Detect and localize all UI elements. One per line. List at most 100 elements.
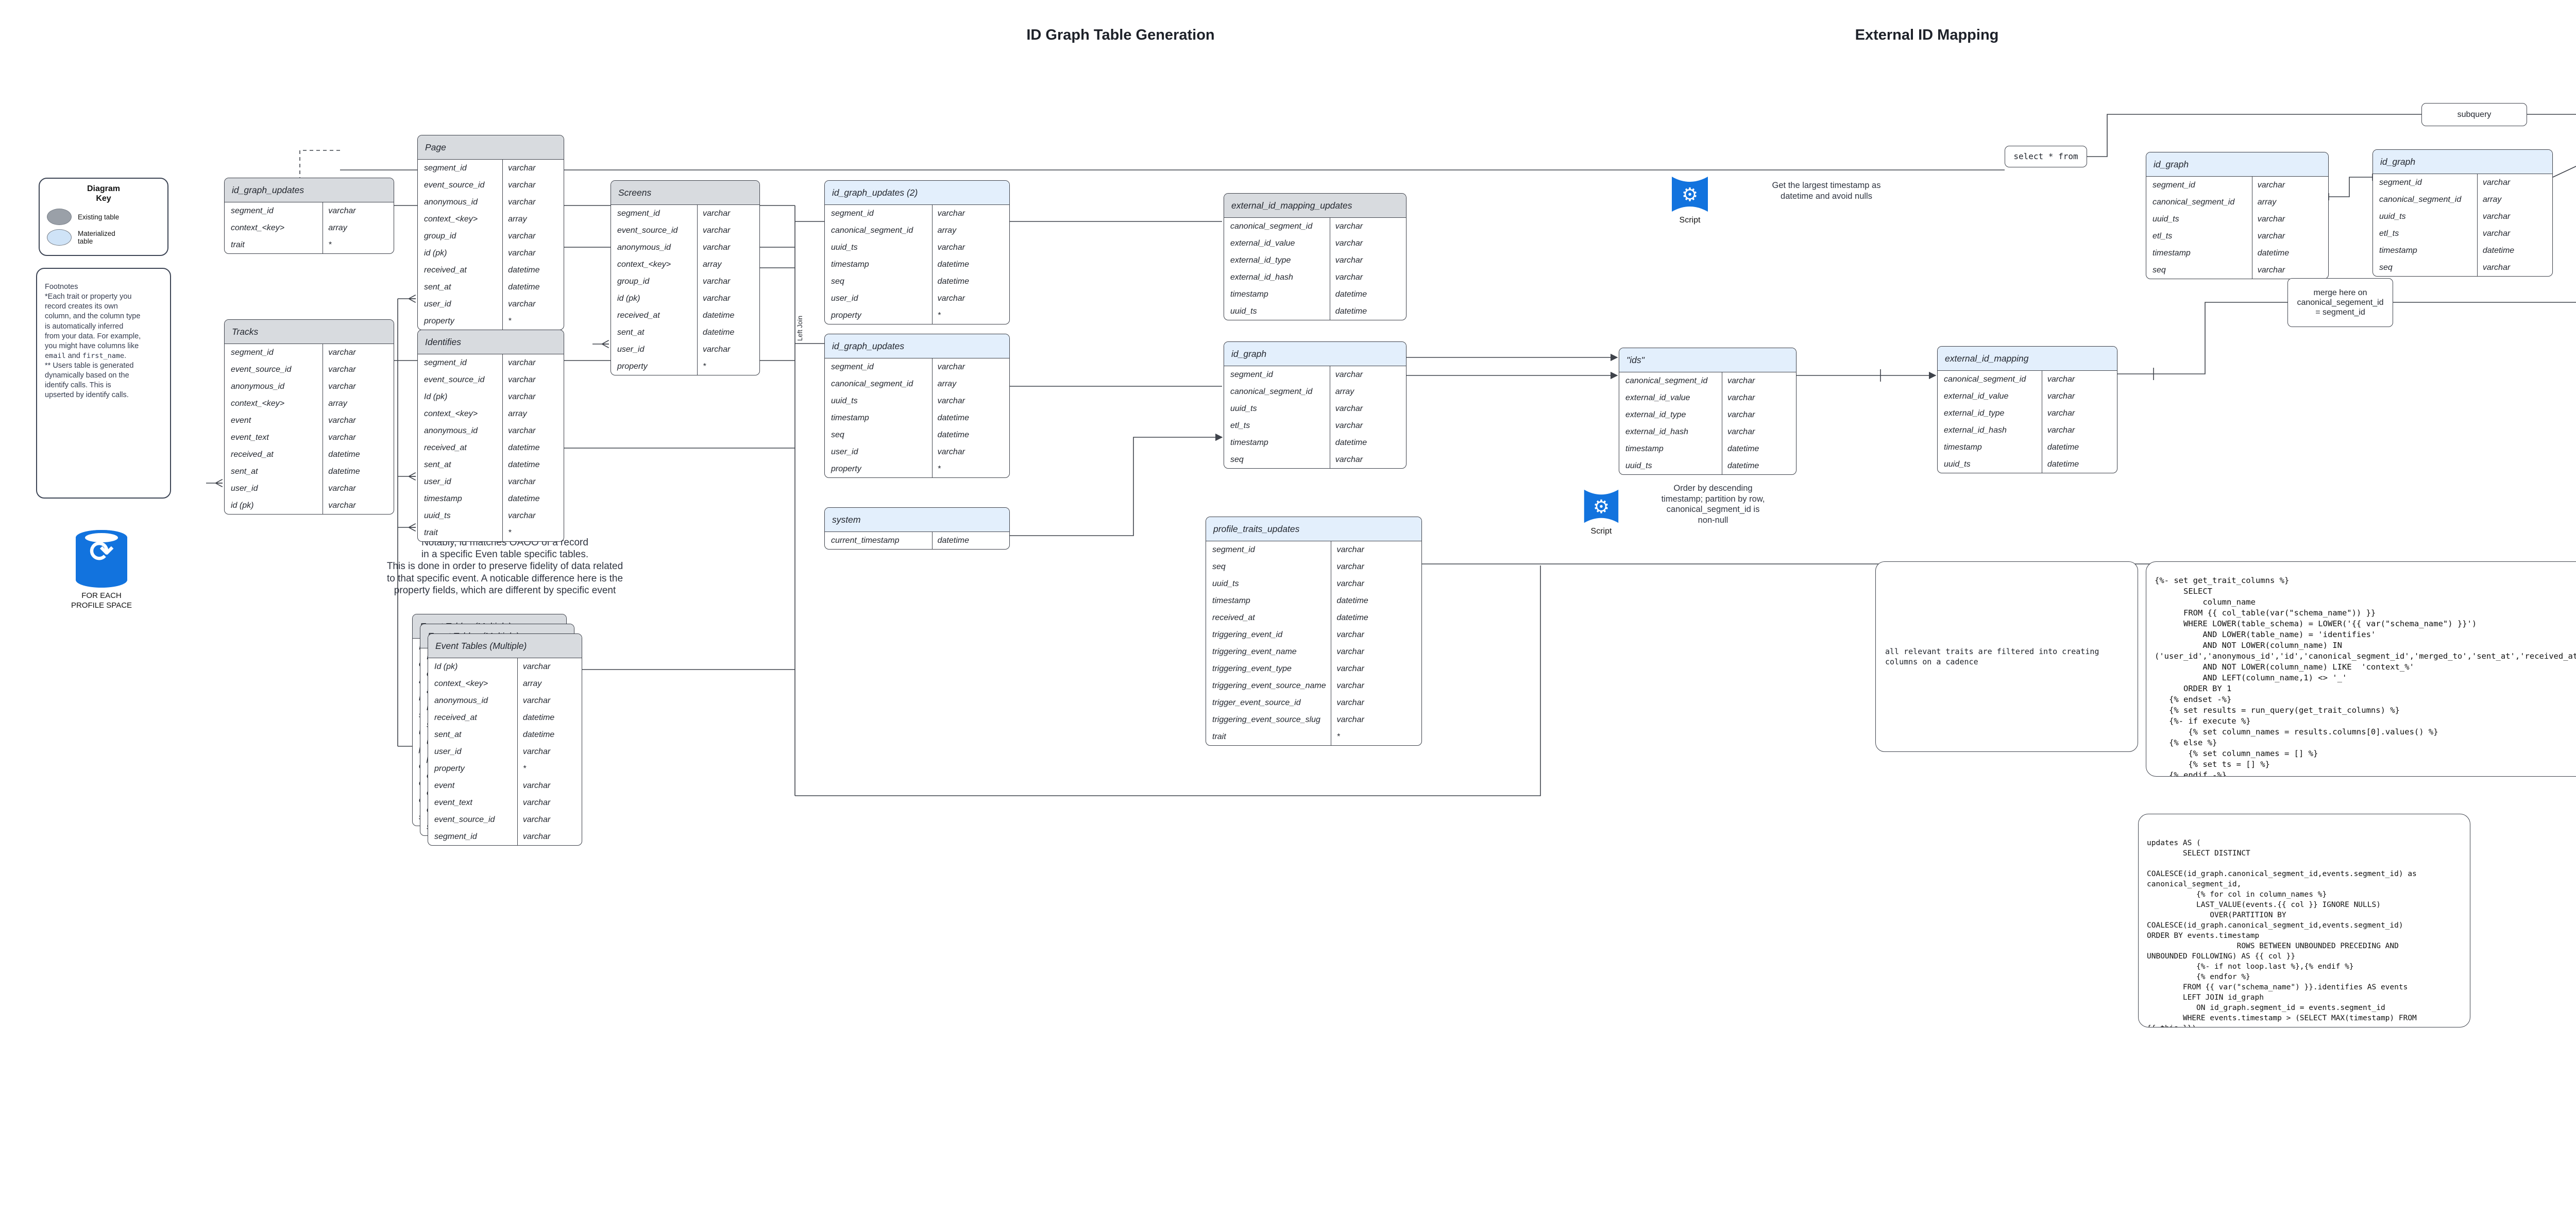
- title-external-id-mapping: External ID Mapping: [1855, 27, 1999, 43]
- table-row: context_<key>array: [225, 395, 394, 412]
- field-name: canonical_segment_id: [2379, 195, 2462, 204]
- field-type: *: [502, 524, 564, 541]
- field-name: trigger_event_source_id: [1212, 698, 1301, 707]
- table-row: Id (pk)varchar: [428, 658, 582, 675]
- field-name: external_id_hash: [1944, 425, 2007, 435]
- footnote-segment: and: [65, 351, 82, 360]
- table-title: id_graph_updates: [832, 340, 905, 351]
- field-type: varchar: [1721, 406, 1796, 423]
- field-name: segment_id: [434, 832, 477, 841]
- table-title: Screens: [618, 187, 652, 198]
- table-title: external_id_mapping_updates: [1231, 200, 1352, 211]
- table-title: id_graph: [2154, 159, 2189, 169]
- field-name: canonical_segment_id: [2153, 197, 2235, 207]
- field-name: uuid_ts: [1230, 306, 1257, 316]
- field-name: trait: [424, 528, 438, 537]
- table-title: Tracks: [232, 326, 259, 337]
- field-name: segment_id: [831, 362, 874, 371]
- field-name: uuid_ts: [831, 396, 858, 405]
- footnotes-panel: Footnotes *Each trait or property you re…: [36, 268, 171, 499]
- script-note: Get the largest timestamp as datetime an…: [1772, 181, 1881, 201]
- sql-get-trait-columns[interactable]: {%- set get_trait_columns %} SELECT colu…: [2146, 561, 2576, 777]
- field-type: varchar: [1329, 252, 1406, 269]
- field-name: context_<key>: [434, 679, 488, 688]
- field-name: seq: [1230, 455, 1244, 464]
- field-type: varchar: [323, 497, 394, 514]
- table-title: external_id_mapping: [1945, 353, 2029, 364]
- field-name: triggering_event_id: [1212, 630, 1283, 639]
- field-name: anonymous_id: [231, 382, 285, 391]
- note-relevant-traits[interactable]: all relevant traits are filtered into cr…: [1875, 561, 2138, 752]
- select-from-box[interactable]: select * from: [2005, 146, 2087, 167]
- field-type: varchar: [1329, 235, 1406, 252]
- table-header: id_graph: [1224, 342, 1406, 366]
- footnotes-text: Footnotes *Each trait or property you re…: [37, 269, 170, 414]
- script-orderby[interactable]: ⚙Script: [1582, 487, 1621, 538]
- field-type: varchar: [323, 378, 394, 395]
- subquery-box[interactable]: subquery: [2421, 103, 2527, 126]
- field-type: *: [323, 236, 394, 253]
- field-type: datetime: [931, 426, 1009, 443]
- connector: [1422, 563, 2576, 564]
- field-name: uuid_ts: [1230, 404, 1257, 413]
- field-name: segment_id: [231, 348, 274, 357]
- field-name: external_id_value: [1625, 393, 1690, 402]
- field-type: array: [323, 219, 394, 236]
- key-swatch-materialized: [47, 229, 72, 246]
- field-name: id (pk): [424, 248, 447, 258]
- field-name: canonical_segment_id: [831, 379, 913, 388]
- table-row: property*: [428, 760, 582, 777]
- field-type: varchar: [931, 239, 1009, 256]
- field-name: user_id: [831, 447, 858, 456]
- field-name: seq: [1212, 562, 1226, 571]
- field-name: user_id: [231, 484, 258, 493]
- field-type: varchar: [502, 507, 564, 524]
- field-type: varchar: [517, 777, 582, 794]
- merge-note-box[interactable]: merge here on canonical_segement_id = se…: [2287, 278, 2393, 327]
- field-name: uuid_ts: [1944, 459, 1971, 469]
- field-name: received_at: [434, 713, 477, 722]
- field-name: sent_at: [617, 328, 645, 337]
- field-type: datetime: [2041, 439, 2117, 456]
- field-type: datetime: [502, 262, 564, 279]
- field-type: varchar: [1331, 677, 1421, 694]
- sql-updates-cte[interactable]: updates AS ( SELECT DISTINCT COALESCE(id…: [2138, 814, 2470, 1027]
- table-header: external_id_mapping: [1938, 347, 2117, 371]
- table-row: context_<key>array: [428, 675, 582, 692]
- note-id-matches: Notably, id matches OAOO of a record in …: [386, 537, 623, 596]
- field-name: seq: [831, 277, 844, 286]
- script-timestamp[interactable]: ⚙Script: [1669, 174, 1710, 227]
- field-name: uuid_ts: [1212, 579, 1239, 588]
- field-name: event_source_id: [231, 365, 292, 374]
- field-name: uuid_ts: [2153, 214, 2179, 224]
- script-note: Order by descending timestamp; partition…: [1661, 484, 1765, 525]
- key-swatch-existing: [47, 209, 72, 226]
- field-type: varchar: [323, 429, 394, 446]
- field-type: *: [502, 313, 564, 330]
